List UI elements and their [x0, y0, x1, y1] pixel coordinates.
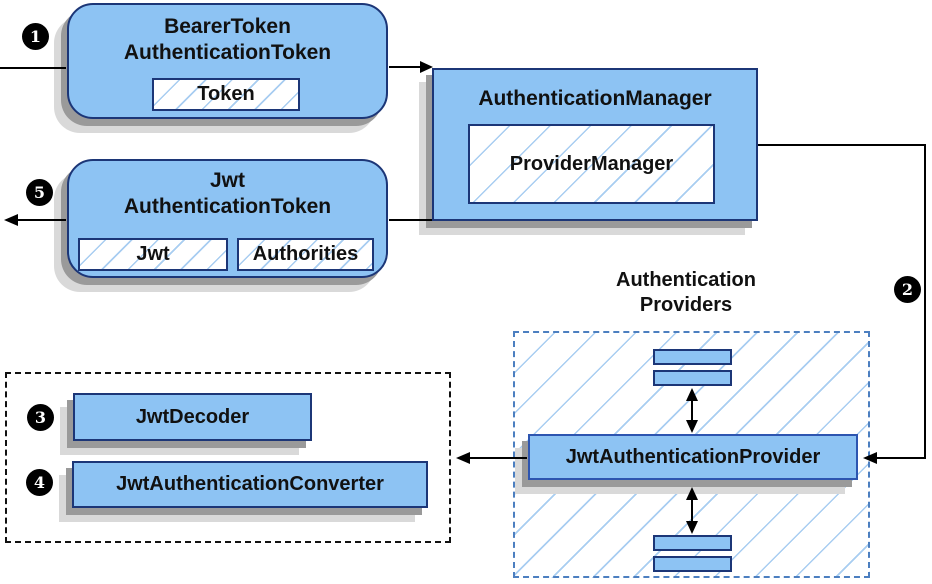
provider-placeholder-rect [653, 535, 732, 551]
providers-label-line2: Providers [639, 294, 733, 316]
jwt-authentication-converter-box: JwtAuthenticationConverter [72, 461, 428, 508]
bearer-token-title-line1: BearerToken [164, 15, 291, 38]
bearer-token-box-title: BearerToken AuthenticationToken [69, 14, 386, 66]
providers-label-line1: Authentication [616, 269, 756, 291]
authorities-inner-box: Authorities [237, 238, 374, 271]
step-3-badge: 3 [27, 404, 54, 431]
step-5-badge: 5 [26, 179, 53, 206]
authentication-manager-title: AuthenticationManager [478, 87, 712, 110]
jwt-decoder-label: JwtDecoder [135, 405, 250, 428]
provider-placeholder-rect [653, 370, 732, 386]
provider-placeholder-rect [653, 349, 732, 365]
step-2-badge: 2 [894, 276, 921, 303]
jwt-inner-box: Jwt [78, 238, 228, 271]
step-1-badge: 1 [22, 23, 49, 50]
jwt-token-title-line2: AuthenticationToken [123, 195, 332, 218]
provider-manager-inner-box: ProviderManager [468, 124, 715, 204]
step-4-badge: 4 [26, 469, 53, 496]
jwt-decoder-box: JwtDecoder [73, 393, 312, 441]
jwt-components-group-box [5, 372, 451, 543]
bearer-token-authentication-token-box: BearerToken AuthenticationToken Token [67, 3, 388, 119]
authentication-providers-label: Authentication Providers [586, 268, 786, 318]
arrow-response-out [4, 214, 66, 226]
jwt-authentication-provider-label: JwtAuthenticationProvider [565, 445, 821, 468]
jwt-token-box-title: Jwt AuthenticationToken [69, 168, 386, 220]
jwt-authentication-converter-label: JwtAuthenticationConverter [116, 473, 384, 495]
provider-placeholder-rect [653, 556, 732, 572]
authentication-manager-box: AuthenticationManager ProviderManager [432, 68, 758, 221]
arrow-bearer-to-manager [389, 61, 433, 73]
jwt-authentication-token-box: Jwt AuthenticationToken Jwt Authorities [67, 159, 388, 278]
jwt-token-title-line1: Jwt [209, 169, 245, 192]
jwt-authentication-provider-box: JwtAuthenticationProvider [528, 434, 858, 480]
bearer-token-title-line2: AuthenticationToken [123, 41, 332, 64]
token-inner-box: Token [152, 78, 300, 111]
